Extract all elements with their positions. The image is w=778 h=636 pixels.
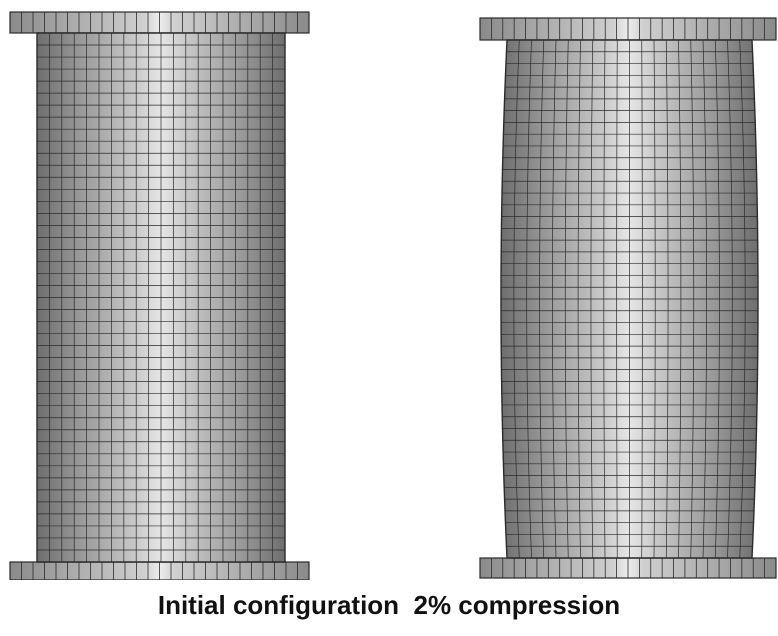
specimen-body-mesh <box>500 39 759 559</box>
top-loading-plate <box>9 11 310 34</box>
specimen-body-mesh <box>36 32 286 563</box>
fe-mesh-figure <box>9 11 777 580</box>
top-loading-plate <box>479 17 777 41</box>
bottom-loading-plate <box>9 561 310 580</box>
specimen-2-percent-compression <box>479 17 777 579</box>
figure-caption: Initial configuration 2% compression <box>157 590 621 620</box>
specimen-initial-configuration <box>9 11 310 580</box>
bottom-loading-plate <box>479 557 777 579</box>
